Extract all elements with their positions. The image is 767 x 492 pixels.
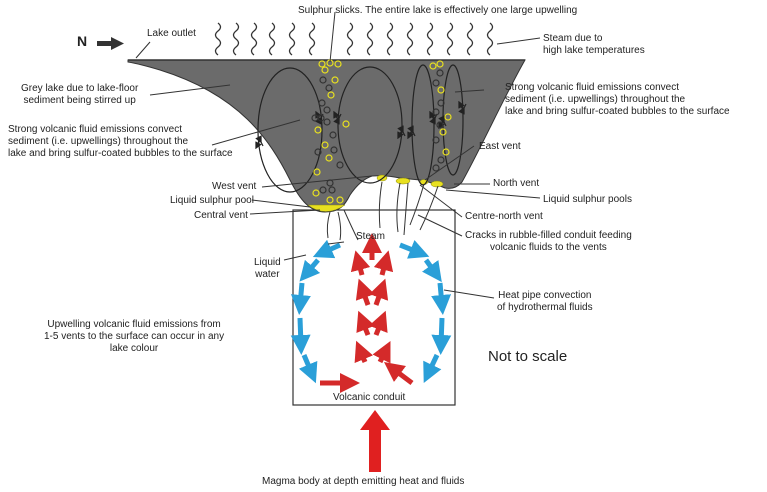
label-line: Strong volcanic fluid emissions convect bbox=[8, 124, 182, 135]
label-line: water bbox=[255, 269, 280, 280]
label-line: Cracks in rubble-filled conduit feeding bbox=[465, 230, 632, 241]
grey-lake-label-line: sediment being stirred up bbox=[23, 95, 136, 106]
conduit-cracks bbox=[326, 181, 439, 241]
centre-north-vent-label: Centre-north vent bbox=[465, 211, 543, 222]
label-line: Liquid bbox=[254, 257, 281, 268]
magma-heat-arrow bbox=[360, 410, 390, 472]
liquid-sulphur-pools-label: Liquid sulphur pools bbox=[543, 194, 632, 205]
north-label: N bbox=[77, 33, 88, 49]
lake-convection-loops bbox=[257, 64, 466, 193]
not-to-scale-label: Not to scale bbox=[488, 348, 568, 365]
liquid-sulphur-pool-label: Liquid sulphur pool bbox=[170, 195, 254, 206]
label-line: lake and bring sulfur-coated bubbles to … bbox=[505, 106, 730, 117]
steam-label-line: Steam due to bbox=[543, 33, 603, 44]
heat-pipe-arrows bbox=[290, 233, 452, 393]
label-line: lake colour bbox=[109, 343, 159, 354]
steam-conduit-label: Steam bbox=[356, 231, 385, 242]
magma-body-label: Magma body at depth emitting heat and fl… bbox=[262, 476, 465, 487]
lake-outlet-label: Lake outlet bbox=[147, 28, 196, 39]
east-vent-label: East vent bbox=[479, 141, 521, 152]
label-line: sediment (i.e. upwellings) throughout th… bbox=[8, 136, 189, 147]
label-line: Strong volcanic fluid emissions convect bbox=[505, 82, 679, 93]
label-line: 1-5 vents to the surface can occur in an… bbox=[44, 331, 225, 342]
leader-lines bbox=[135, 11, 541, 299]
label-line: lake and bring sulfur-coated bubbles to … bbox=[8, 148, 233, 159]
volcanic-conduit-label: Volcanic conduit bbox=[333, 392, 406, 403]
west-vent-label: West vent bbox=[212, 181, 257, 192]
north-vent-label: North vent bbox=[493, 178, 540, 189]
steam-squiggles bbox=[214, 22, 494, 56]
label-line: sediment (i.e. upwellings) throughout th… bbox=[505, 94, 686, 105]
central-vent-label: Central vent bbox=[194, 210, 248, 221]
sulphur-slicks-label: Sulphur slicks. The entire lake is effec… bbox=[298, 5, 578, 16]
grey-lake-label-line: Grey lake due to lake-floor bbox=[21, 83, 139, 94]
label-line: Upwelling volcanic fluid emissions from bbox=[47, 319, 221, 330]
label-line: of hydrothermal fluids bbox=[497, 302, 593, 313]
steam-label-line: high lake temperatures bbox=[543, 45, 645, 56]
north-arrow-icon bbox=[97, 37, 124, 50]
label-line: volcanic fluids to the vents bbox=[490, 242, 607, 253]
bubbles bbox=[311, 59, 452, 204]
label-line: Heat pipe convection bbox=[498, 290, 592, 301]
